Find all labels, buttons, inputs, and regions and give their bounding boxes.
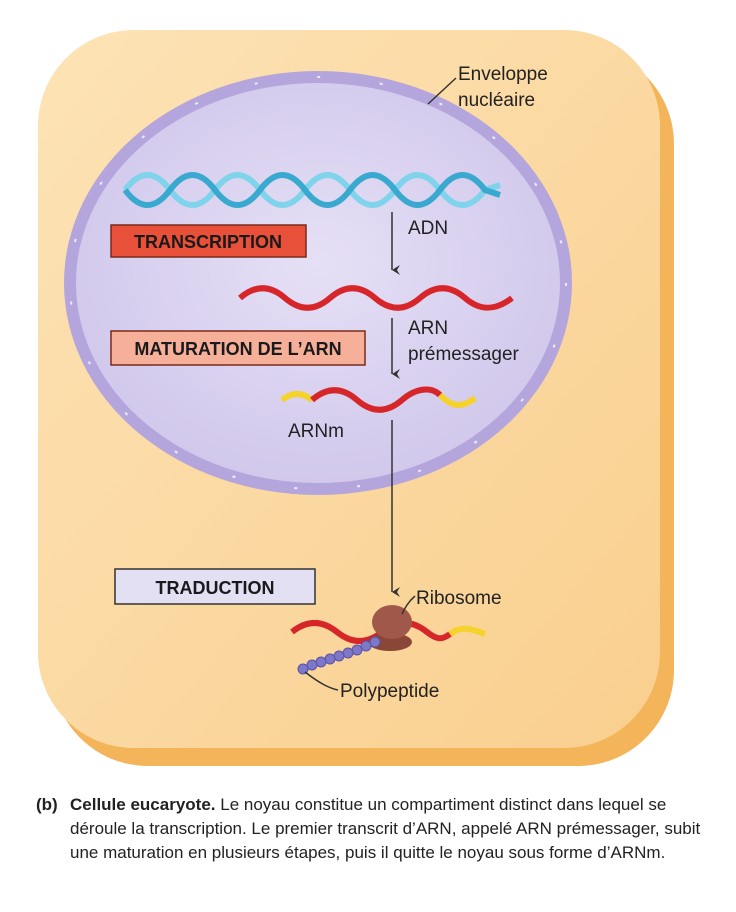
ribosome-small-subunit bbox=[368, 633, 412, 651]
figure-caption: (b) Cellule eucaryote. Le noyau constitu… bbox=[36, 793, 726, 865]
envelope-label-line2: nucléaire bbox=[458, 90, 535, 111]
dna-helix bbox=[122, 172, 501, 208]
traduction-step: TRADUCTION bbox=[114, 568, 316, 605]
traduction-label: TRADUCTION bbox=[156, 578, 275, 598]
pre-mrna-label-line2: prémessager bbox=[408, 344, 520, 365]
ribosome-leader-line bbox=[401, 595, 416, 615]
envelope-label-line1: Enveloppe bbox=[458, 64, 548, 85]
transcription-step: TRANSCRIPTION bbox=[110, 224, 307, 258]
caption-tag: (b) bbox=[36, 795, 58, 814]
transcription-label: TRANSCRIPTION bbox=[134, 232, 282, 252]
envelope-leader-line bbox=[427, 77, 457, 105]
mrna-label: ARNm bbox=[288, 421, 344, 442]
caption-title: Cellule eucaryote. bbox=[70, 795, 216, 814]
ribosome-label: Ribosome bbox=[416, 588, 502, 609]
caption-text: Le noyau constitue un compartiment disti… bbox=[70, 795, 701, 862]
caption-body: Cellule eucaryote. Le noyau constitue un… bbox=[70, 793, 726, 865]
pre-mrna-label-line1: ARN bbox=[408, 318, 448, 339]
maturation-label: MATURATION DE L’ARN bbox=[134, 339, 341, 359]
mrna-tail bbox=[448, 625, 487, 637]
polypeptide-leader-line bbox=[304, 671, 339, 691]
ribosome-large-subunit bbox=[372, 605, 412, 639]
gene-expression-diagram: Enveloppe nucléaire ADN TRANSCRIPTION AR… bbox=[38, 30, 674, 766]
polypeptide-label: Polypeptide bbox=[340, 681, 439, 702]
pre-mrna-strand bbox=[238, 285, 514, 311]
nuclear-envelope-inner bbox=[76, 83, 560, 483]
nuclear-pores bbox=[69, 76, 567, 490]
mrna-strand bbox=[280, 386, 477, 413]
dna-label: ADN bbox=[408, 218, 448, 239]
maturation-step: MATURATION DE L’ARN bbox=[110, 330, 366, 366]
